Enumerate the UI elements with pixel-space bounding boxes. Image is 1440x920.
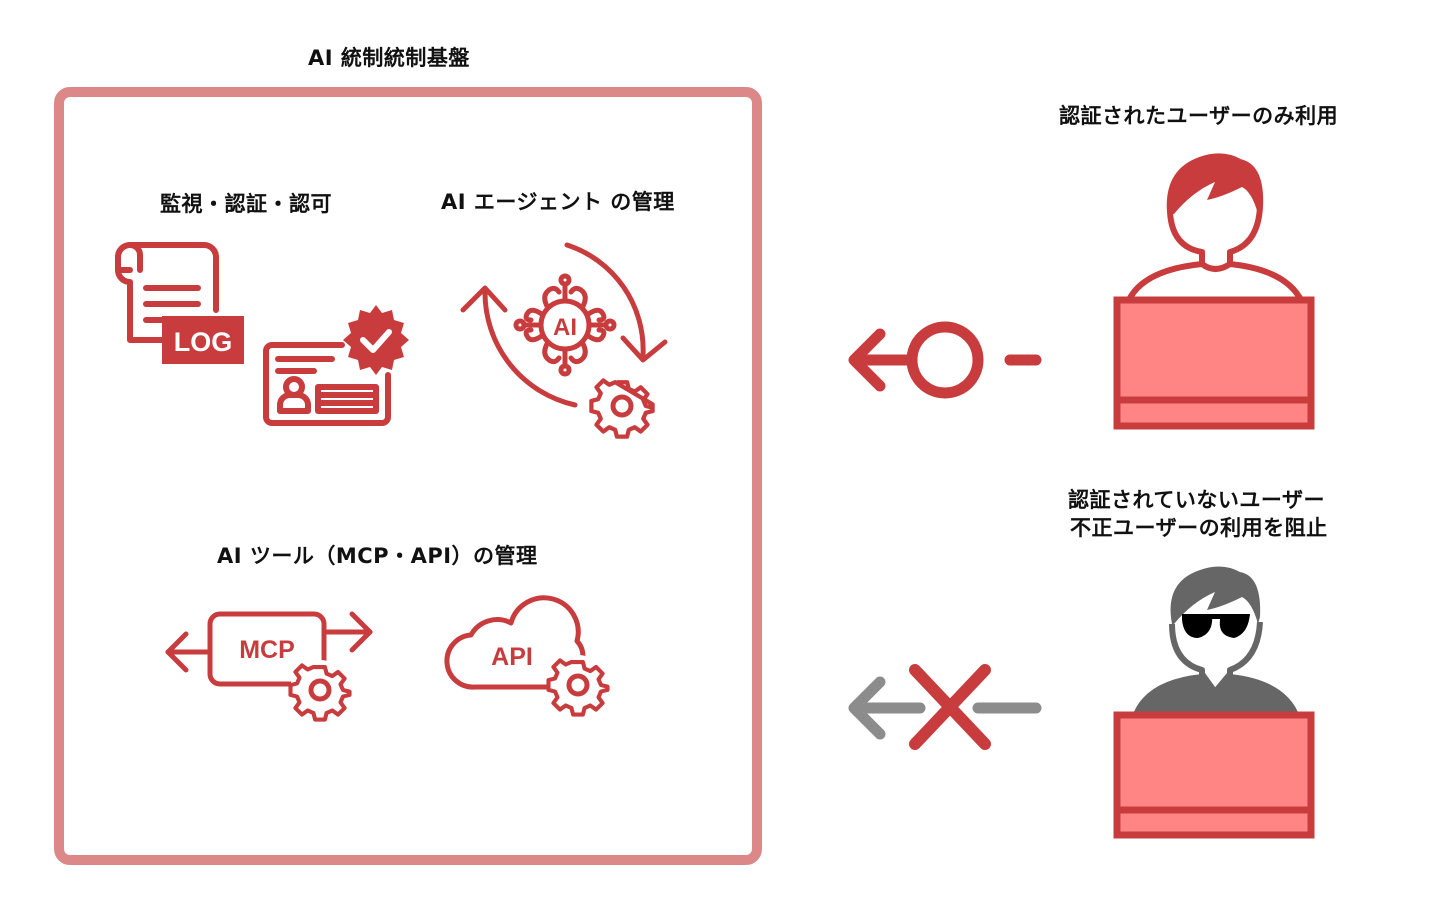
- cycle-arrow-down: [564, 242, 646, 358]
- monitoring-title: 監視・認証・認可: [160, 192, 332, 216]
- api-label: API: [491, 643, 533, 671]
- unauthorized-caption-line2: 不正ユーザーの利用を阻止: [1070, 516, 1328, 540]
- verified-badge-icon: [343, 305, 409, 375]
- gear-icon: [288, 660, 352, 722]
- blocked-x-icon: [909, 664, 991, 750]
- authorized-user-icon: [1113, 153, 1315, 430]
- log-label: LOG: [174, 327, 233, 357]
- ai-core-label: AI: [553, 314, 577, 341]
- laptop-icon: [1113, 711, 1315, 839]
- gear-icon: [589, 378, 655, 439]
- unauthorized-user-icon: [1113, 566, 1315, 839]
- blocked-access-arrow: [848, 664, 1042, 750]
- tools-title: AI ツール（MCP・API）の管理: [217, 544, 538, 568]
- authorized-user-caption: 認証されたユーザーのみ利用: [1059, 104, 1339, 128]
- ai-agent-cycle-icon: AI: [460, 242, 668, 439]
- id-card-verified-icon: [263, 305, 409, 426]
- platform-frame: [54, 87, 762, 865]
- cycle-arrow-up: [482, 289, 578, 408]
- mcp-label: MCP: [239, 636, 295, 664]
- gear-icon: [546, 655, 610, 717]
- log-scroll-icon: LOG: [115, 242, 244, 364]
- api-cloud-icon: API: [444, 595, 610, 717]
- laptop-icon: [1113, 296, 1315, 430]
- mcp-icon: MCP: [165, 611, 373, 722]
- allowed-access-arrow: [848, 321, 1042, 399]
- allowed-circle-icon: [906, 321, 984, 399]
- ai-core-icon: [513, 273, 617, 377]
- sunglasses-icon: [1182, 614, 1250, 638]
- agent-title: AI エージェント の管理: [441, 190, 675, 214]
- unauthorized-caption-line1: 認証されていないユーザー: [1068, 488, 1325, 512]
- platform-title: AI 統制統制基盤: [308, 46, 470, 70]
